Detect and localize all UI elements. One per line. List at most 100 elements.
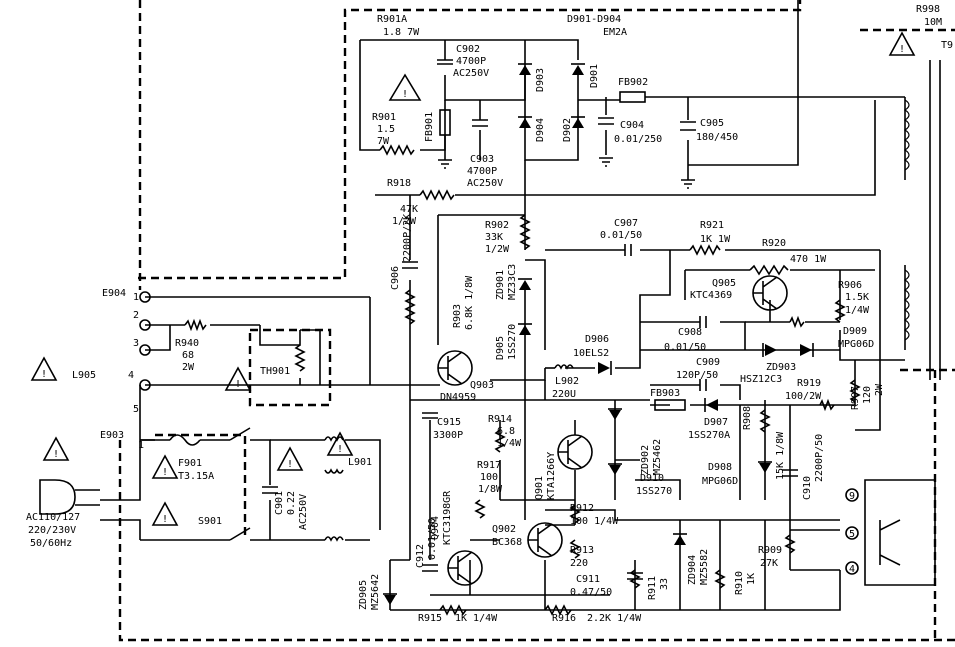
label-R915: R915 bbox=[418, 613, 442, 624]
capacitors bbox=[262, 59, 798, 580]
wiring bbox=[100, 0, 941, 611]
label-C905-val: 180/450 bbox=[696, 132, 738, 143]
label-D910: D910 bbox=[640, 473, 664, 484]
transformer-windings bbox=[903, 99, 910, 341]
label-Q902-val: BC368 bbox=[492, 537, 522, 548]
label-R911: R911 bbox=[647, 576, 658, 600]
misc-components bbox=[30, 31, 936, 586]
label-R914: R914 bbox=[488, 414, 512, 425]
label-R917-v1: 100 bbox=[480, 472, 498, 483]
warning-icon-6: ! bbox=[162, 467, 168, 478]
label-D908-val: MPG06D bbox=[702, 476, 738, 487]
label-ac-input-2: 220/230V bbox=[28, 525, 76, 536]
label-C906-val: 2200P/2K bbox=[402, 214, 413, 262]
label-D905: D905 bbox=[495, 336, 506, 360]
label-Q905-val: KTC4369 bbox=[690, 290, 732, 301]
label-R909-val: 27K bbox=[760, 558, 778, 569]
label-R907-v2: 2W bbox=[874, 383, 885, 396]
label-D906-val: 10ELS2 bbox=[573, 348, 609, 359]
label-conn4: 4 bbox=[849, 564, 855, 575]
label-R901A-val: 1.8 7W bbox=[383, 27, 420, 38]
label-Q902: Q902 bbox=[492, 524, 516, 535]
label-pin4: 4 bbox=[128, 370, 134, 381]
warning-icon-2: ! bbox=[899, 44, 905, 55]
label-ZD903-val: HSZ12C3 bbox=[740, 374, 782, 385]
label-S901: S901 bbox=[198, 516, 222, 527]
label-R903-val: 6.8K 1/8W bbox=[464, 275, 475, 330]
label-R918-v2: 1/2W bbox=[392, 216, 417, 227]
label-R906-v2: 1/4W bbox=[845, 305, 870, 316]
label-D910-val: 1SS270 bbox=[636, 486, 672, 497]
label-R908-val: 15K 1/8W bbox=[775, 431, 786, 480]
label-pin2: 2 bbox=[133, 310, 139, 321]
label-D904: D904 bbox=[535, 118, 546, 142]
label-FB903: FB903 bbox=[650, 388, 680, 399]
label-C901-v1: 0.22 bbox=[286, 491, 297, 515]
label-L901: L901 bbox=[348, 457, 372, 468]
label-ac-input: AC110/127 bbox=[26, 512, 80, 523]
label-D909: D909 bbox=[843, 326, 867, 337]
label-C901-v2: AC250V bbox=[298, 494, 309, 530]
label-R940-v1: 68 bbox=[182, 350, 194, 361]
warning-icon-8: ! bbox=[287, 459, 293, 470]
label-C904-val: 0.01/250 bbox=[614, 134, 662, 145]
label-ZD902-val: MZ5462 bbox=[652, 439, 663, 475]
label-FB901: FB901 bbox=[424, 112, 435, 142]
label-C903-v2: AC250V bbox=[467, 178, 503, 189]
label-R998: R998 bbox=[916, 4, 940, 15]
label-C904: C904 bbox=[620, 120, 644, 131]
label-R918: R918 bbox=[387, 178, 411, 189]
label-C915: C915 bbox=[437, 417, 461, 428]
label-Q903-val: DN4959 bbox=[440, 392, 476, 403]
label-Q904-val: KTC3198GR bbox=[442, 490, 453, 545]
label-ZD904-val: MZ5582 bbox=[699, 549, 710, 585]
label-TH901: TH901 bbox=[260, 366, 290, 377]
label-ZD903: ZD903 bbox=[766, 362, 796, 373]
label-E904: E904 bbox=[102, 288, 126, 299]
label-C912: C912 bbox=[415, 544, 426, 568]
label-R913: R913 bbox=[570, 545, 594, 556]
label-C908: C908 bbox=[678, 327, 702, 338]
label-T9: T9 bbox=[941, 40, 953, 51]
label-C911: C911 bbox=[576, 574, 600, 585]
label-ZD901: ZD901 bbox=[495, 270, 506, 300]
label-F901: F901 bbox=[178, 458, 202, 469]
warning-icon-7: ! bbox=[162, 514, 168, 525]
label-pin-e903: 1 bbox=[138, 440, 144, 451]
label-pin3: 3 bbox=[133, 338, 139, 349]
label-C911-val: 0.47/50 bbox=[570, 587, 612, 598]
label-R919: R919 bbox=[797, 378, 821, 389]
label-D909-val: MPG06D bbox=[838, 339, 874, 350]
label-D907: D907 bbox=[704, 417, 728, 428]
label-R917: R917 bbox=[477, 460, 501, 471]
label-EM2A: EM2A bbox=[603, 27, 627, 38]
label-R902-v1: 33K bbox=[485, 232, 503, 243]
diodes bbox=[383, 63, 814, 605]
resistors bbox=[184, 144, 861, 616]
label-R921-val: 1K 1W bbox=[700, 234, 731, 245]
label-L902: L902 bbox=[555, 376, 579, 387]
label-ZD905: ZD905 bbox=[358, 580, 369, 610]
label-L902-val: 220U bbox=[552, 389, 576, 400]
label-R940-v2: 2W bbox=[182, 362, 195, 373]
label-R916: R916 bbox=[552, 613, 576, 624]
label-Q901: Q901 bbox=[534, 476, 545, 500]
label-C902: C902 bbox=[456, 44, 480, 55]
label-R901-v1: 1.5 bbox=[377, 124, 395, 135]
label-R901A: R901A bbox=[377, 14, 407, 25]
label-R903: R903 bbox=[452, 304, 463, 328]
transistors bbox=[437, 275, 788, 586]
label-R910-val: 1K bbox=[746, 573, 757, 585]
label-D901: D901 bbox=[589, 64, 600, 88]
label-R917-v2: 1/8W bbox=[478, 484, 503, 495]
label-pin5: 5 bbox=[133, 404, 139, 415]
label-C912-val: 0.01/50 bbox=[427, 518, 438, 560]
label-R906-v1: 1.5K bbox=[845, 292, 869, 303]
label-C909-val: 120P/50 bbox=[676, 370, 718, 381]
label-C906: C906 bbox=[390, 266, 401, 290]
label-R921: R921 bbox=[700, 220, 724, 231]
label-R920: R920 bbox=[762, 238, 786, 249]
label-R908: R908 bbox=[742, 406, 753, 430]
label-R902-v2: 1/2W bbox=[485, 244, 510, 255]
